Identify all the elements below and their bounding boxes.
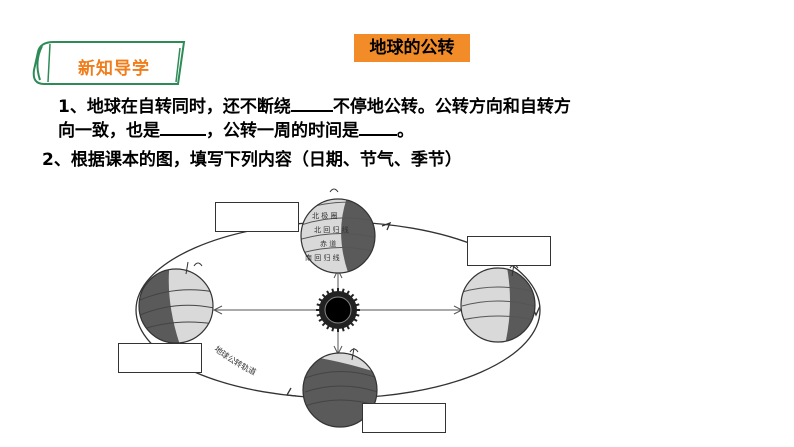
q1-text-c: 向一致，也是 <box>58 121 160 141</box>
orbit-label: 地球公转轨道 <box>213 344 258 377</box>
label-tropic-cancer: 北 回 归 线 <box>314 225 349 234</box>
answer-box-left[interactable] <box>118 343 202 373</box>
section-badge <box>32 41 186 85</box>
answer-box-right[interactable] <box>467 236 551 266</box>
badge-label: 新知导学 <box>78 59 150 79</box>
orbit-label-text: 地球公转轨道 <box>213 344 258 377</box>
sun <box>316 288 360 332</box>
q1-text-b: 不停地公转。公转方向和自转方 <box>332 97 571 117</box>
q1-text-d: ，公转一周的时间是 <box>206 121 359 141</box>
answer-box-top[interactable] <box>215 202 299 232</box>
q1-blank-3[interactable] <box>359 118 397 136</box>
q1-text-e: 。 <box>397 121 414 141</box>
answer-box-bottom[interactable] <box>362 403 446 433</box>
question-2: 2、根据课本的图，填写下列内容（日期、节气、季节） <box>42 150 462 170</box>
q1-text-a: 1、地球在自转同时，还不断绕 <box>58 97 291 117</box>
label-equator: 赤 道 <box>320 239 336 248</box>
question-1-line-1: 1、地球在自转同时，还不断绕 不停地公转。公转方向和自转方 <box>58 94 571 119</box>
page-title: 地球的公转 <box>354 34 470 62</box>
earth-top <box>301 199 375 273</box>
label-arctic-circle: 北 极 圈 <box>312 211 337 220</box>
earth-right <box>461 268 535 342</box>
q1-blank-1[interactable] <box>290 94 333 112</box>
question-1-line-2: 向一致，也是 ，公转一周的时间是 。 <box>58 118 414 143</box>
orbit-arrow-bottom <box>285 387 297 397</box>
orbit-arrow-top <box>381 221 392 231</box>
label-tropic-capricorn: 南 回 归 线 <box>305 253 340 262</box>
earth-left <box>139 269 213 343</box>
q1-blank-2[interactable] <box>160 118 206 136</box>
